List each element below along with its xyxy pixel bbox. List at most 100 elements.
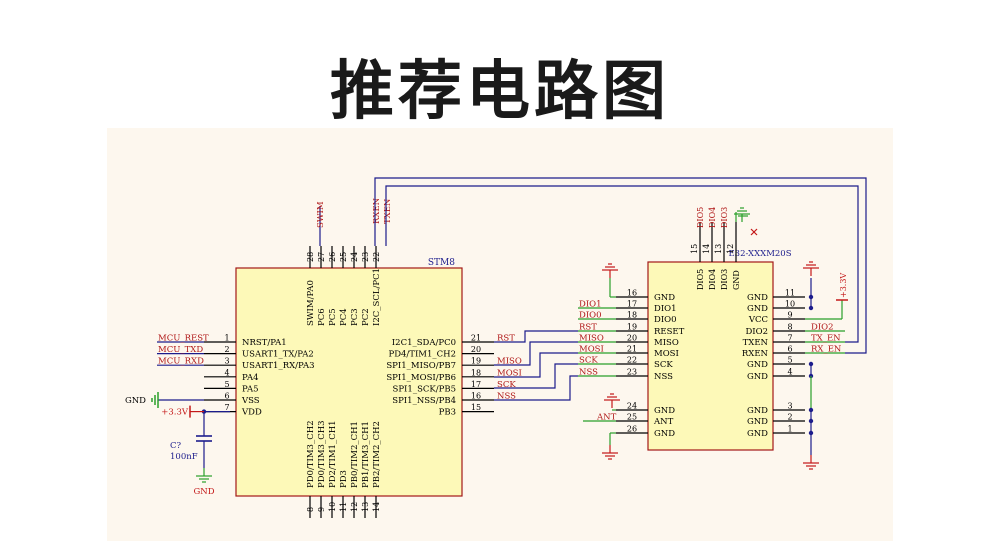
module-top-pin-name: DIO3 <box>720 269 729 290</box>
module-right-pin-name: GND <box>747 429 768 439</box>
mcu-right-pin-name: PB3 <box>439 408 456 418</box>
mcu-right-pin-name: SPI1_MISO/PB7 <box>386 361 456 371</box>
module-left-pin-name: RESET <box>654 327 685 337</box>
no-connect-x2 <box>750 228 758 236</box>
mcu-left-pin-number: 2 <box>224 345 229 354</box>
mcu-left-pin-number: 4 <box>224 368 229 377</box>
module-top-pin-name: GND <box>732 270 741 290</box>
module-top-pin-number: 13 <box>714 244 723 254</box>
mcu-chip-name: STM8 <box>428 258 455 268</box>
module-right-pin-number: 10 <box>785 300 795 309</box>
module-right-pin-number: 9 <box>787 311 792 320</box>
module-right-net-label: TX_EN <box>811 334 841 344</box>
mcu-left-net-label: MCU_RXD <box>158 357 204 367</box>
mcu-left-pin-name: USART1_TX/PA2 <box>242 350 314 360</box>
mcu-right-pin-name: SPI1_MOSI/PB6 <box>386 373 456 383</box>
module-left-pin-number: 23 <box>627 368 637 377</box>
module-left-pin-name: ANT <box>653 417 674 427</box>
mcu-top-pin-number: 22 <box>372 252 381 262</box>
module-right-pin-name: GND <box>747 417 768 427</box>
mcu-right-pin-name: PD4/TIM1_CH2 <box>388 350 456 360</box>
mcu-top-pin-name: PC5 <box>328 308 338 326</box>
vcc-label-right: +3.3V <box>839 273 848 298</box>
module-left-pin-name: SCK <box>654 360 673 370</box>
net-label-rxen: RXEN <box>372 197 382 224</box>
module-right-pin-number: 4 <box>787 368 792 377</box>
module-left-pin-name: NSS <box>654 372 673 382</box>
junction-dot-5 <box>808 361 814 367</box>
module-right-pin-name: DIO2 <box>745 327 768 337</box>
module-right-pin-name: GND <box>747 406 768 416</box>
mcu-right-pin-number: 17 <box>471 380 481 389</box>
mcu-bottom-pin-number: 11 <box>339 502 348 512</box>
mcu-bottom-pin-number: 12 <box>350 502 359 512</box>
mcu-top-pin-number: 25 <box>339 252 348 262</box>
mcu-right-net-label: MOSI <box>497 368 522 378</box>
module-left-pin-number: 24 <box>627 402 637 411</box>
module-left-net-label: DIO1 <box>579 300 602 310</box>
capacitor-ref: C? <box>170 441 182 451</box>
mcu-top-pin-name: PC4 <box>339 308 349 326</box>
mcu-right-pin-name: SPI1_SCK/PB5 <box>393 384 456 394</box>
mcu-bottom-pin-name: PB2/TIM2_CH2 <box>372 421 382 488</box>
mcu-left-pin-name: VSS <box>241 396 260 406</box>
module-left-pin-number: 20 <box>627 334 637 343</box>
module-top-pin-number: 12 <box>726 244 735 254</box>
wire-sck <box>494 363 578 389</box>
page-title: 推荐电路图 <box>330 55 670 129</box>
module-left-pin-number: 17 <box>627 300 637 309</box>
mcu-right-pin-number: 20 <box>471 345 481 354</box>
capacitor-value: 100nF <box>170 452 198 462</box>
mcu-right-pin-number: 18 <box>471 368 481 377</box>
module-body <box>647 261 774 451</box>
mcu-bottom-pin-number: 10 <box>328 502 337 512</box>
module-top-net-label: DIO4 <box>708 207 717 228</box>
mcu-left-pin-number: 1 <box>224 334 229 343</box>
module-top-pin-name: DIO5 <box>696 269 705 290</box>
module-right-pin-name: GND <box>747 372 768 382</box>
mcu-bottom-pin-name: PD0/TIM3_CH2 <box>306 420 316 488</box>
module-right-pin-name: RXEN <box>742 349 769 359</box>
mcu-bottom-pin-name: PD0/TIM3_CH3 <box>317 420 327 488</box>
mcu-right-pin-number: 21 <box>471 334 481 343</box>
module-top-pin-number: 15 <box>690 244 699 254</box>
mcu-top-pin-name: PC3 <box>350 308 360 326</box>
module-left-pin-number: 21 <box>627 345 637 354</box>
module-right-pin-number: 5 <box>787 356 792 365</box>
mcu-right-net-label: SCK <box>497 380 516 390</box>
mcu-top-pin-name: PC2 <box>361 308 371 326</box>
module-name: E32-XXXM20S <box>728 249 791 259</box>
mcu-left-pin-name: VDD <box>241 408 262 418</box>
module-left-pin-name: MOSI <box>654 349 679 359</box>
module-left-pin-number: 19 <box>627 323 637 332</box>
module-left-pin-name: DIO0 <box>654 315 677 325</box>
module-left-pin-name: MISO <box>654 338 679 348</box>
vcc-label-left: +3.3V <box>161 408 189 418</box>
module-top-pin-name: DIO4 <box>708 269 717 290</box>
mcu-left-pin-number: 3 <box>224 357 229 366</box>
module-top-pin-number: 14 <box>702 244 711 254</box>
mcu-top-pin-number: 24 <box>350 252 359 262</box>
mcu-top-pin-number: 23 <box>361 252 370 262</box>
mcu-bottom-pin-number: 14 <box>372 502 381 512</box>
mcu-top-pin-name: PC6 <box>317 308 327 326</box>
junction-dot-2 <box>808 418 814 424</box>
module-right-pin-number: 3 <box>787 402 792 411</box>
module-left-net-label: ANT <box>596 413 617 423</box>
module-left-pin-number: 16 <box>627 289 637 298</box>
module-right-pin-name: GND <box>747 360 768 370</box>
mcu-bottom-pin-number: 8 <box>306 507 315 512</box>
mcu-bottom-pin-number: 13 <box>361 502 370 512</box>
module-right-pin-name: TXEN <box>743 338 769 348</box>
mcu-top-pin-number: 28 <box>306 252 315 262</box>
mcu-top-pin-number: 26 <box>328 252 337 262</box>
net-label-swim: SWIM <box>316 201 326 228</box>
mcu-left-pin-name: PA5 <box>242 384 259 394</box>
wire-miso <box>494 341 578 366</box>
mcu-top-pin-number: 27 <box>317 252 326 262</box>
mcu-left-net-label: MCU_REST <box>158 334 209 344</box>
mcu-left-pin-name: NRST/PA1 <box>242 338 287 348</box>
module-right-net-label: RX_EN <box>811 345 842 355</box>
module-right-pin-number: 11 <box>785 289 795 298</box>
